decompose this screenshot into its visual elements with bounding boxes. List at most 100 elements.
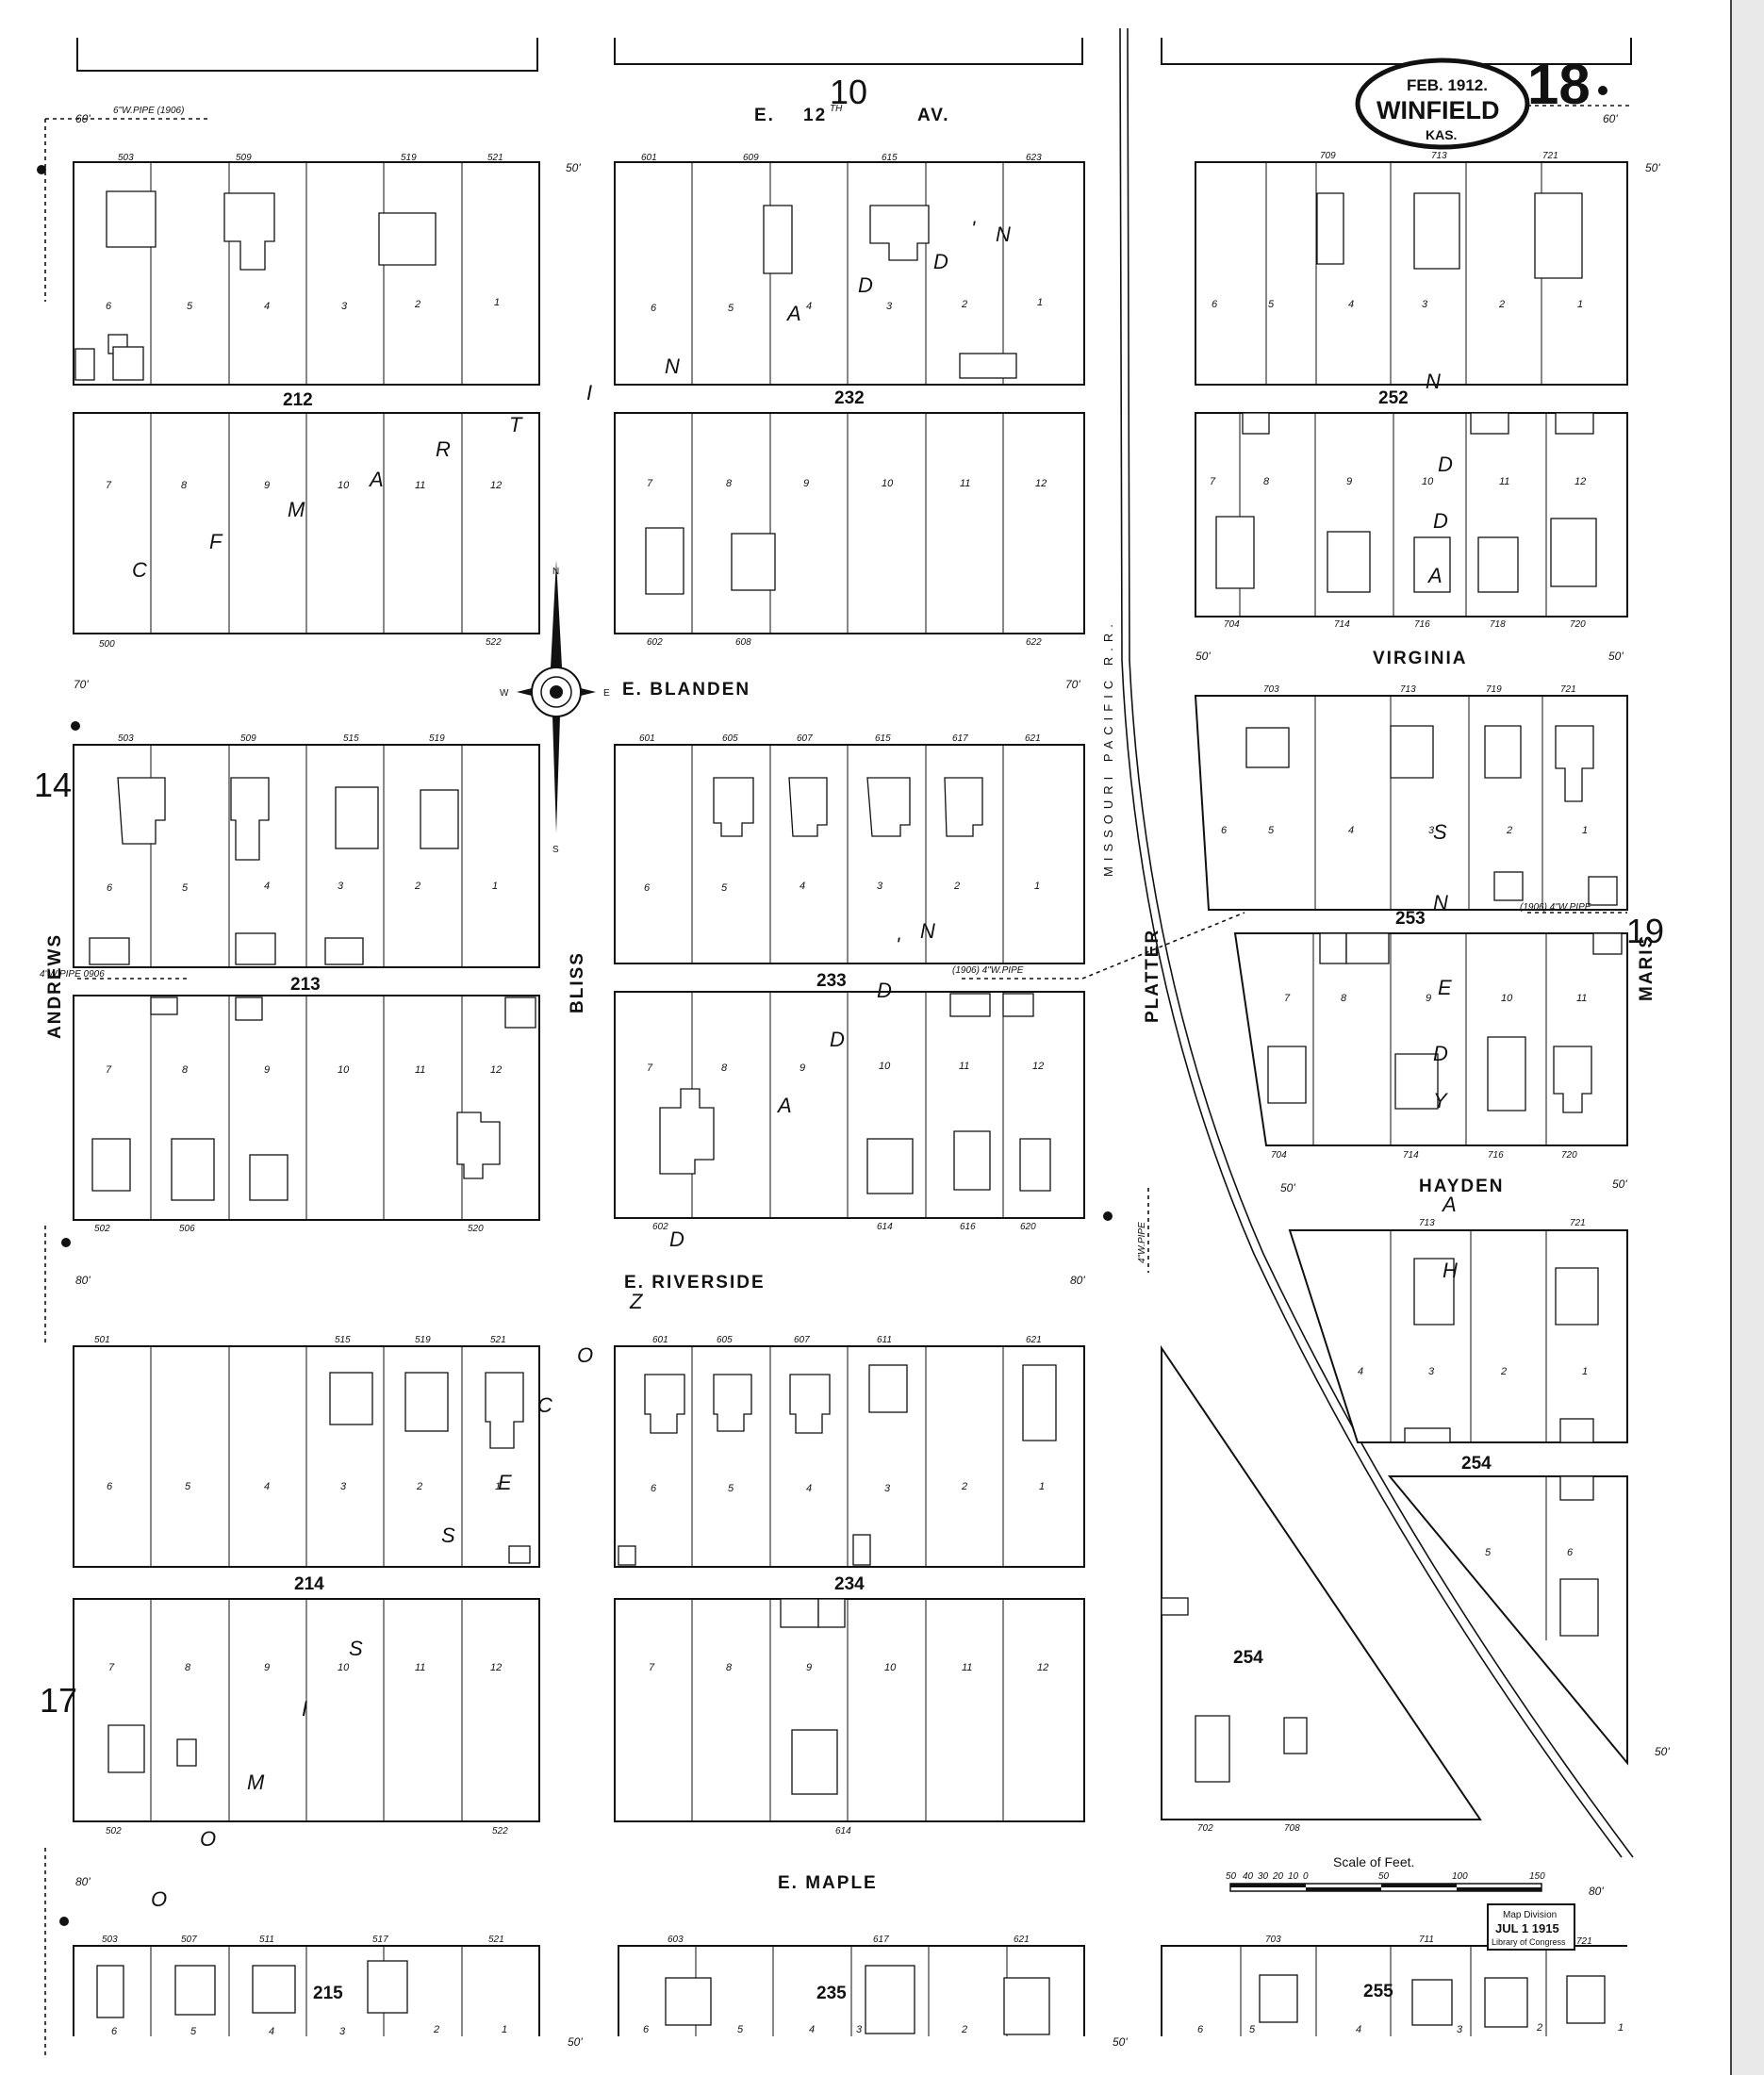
address-number: 503 bbox=[118, 153, 134, 163]
address-number: 602 bbox=[647, 637, 663, 648]
lot-number: 10 bbox=[338, 1662, 350, 1673]
lot-number: 4 bbox=[806, 301, 812, 312]
lot-number: 4 bbox=[269, 2026, 274, 2037]
address-number: 716 bbox=[1488, 1150, 1504, 1161]
addition-letter: D bbox=[669, 1227, 684, 1251]
addition-letter: N bbox=[996, 222, 1011, 246]
lot-number: 6 bbox=[651, 1483, 657, 1494]
lot-number: 2 bbox=[414, 881, 420, 892]
address-number: 521 bbox=[488, 1935, 504, 1945]
adjacent-sheet-numbers: 10 1 4 1 7 1 9 bbox=[34, 73, 1664, 1720]
lot-number: 9 bbox=[1426, 993, 1431, 1004]
lot-number: 5 bbox=[728, 1483, 734, 1494]
compass-s: S bbox=[552, 845, 559, 855]
addition-letter: N bbox=[1426, 370, 1441, 393]
addition-letter: A bbox=[785, 302, 801, 325]
lot-number: 1 bbox=[1034, 881, 1040, 892]
scale-tick: 40 bbox=[1243, 1871, 1254, 1882]
scale-title: Scale of Feet. bbox=[1333, 1854, 1414, 1869]
hydrant-icon bbox=[37, 165, 46, 174]
addition-letter: E bbox=[1438, 976, 1452, 999]
lot-number: 1 bbox=[1577, 299, 1583, 310]
block-234: 234 6 5 4 3 2 1 7 8 9 10 11 12 601 605 6… bbox=[614, 1335, 1085, 1836]
lot-number: 5 bbox=[182, 882, 189, 894]
lot-number: 2 bbox=[1498, 299, 1505, 310]
lot-number: 5 bbox=[721, 882, 728, 894]
lot-number: 4 bbox=[806, 1483, 812, 1494]
address-number: 704 bbox=[1224, 619, 1240, 630]
address-number: 714 bbox=[1334, 619, 1350, 630]
library-stamp-line2: JUL 1 1915 bbox=[1495, 1921, 1559, 1935]
street-virginia: VIRGINIA bbox=[1373, 649, 1467, 668]
address-number: 621 bbox=[1014, 1935, 1030, 1945]
address-number: 719 bbox=[1486, 684, 1502, 695]
address-number: 713 bbox=[1400, 684, 1416, 695]
address-number: 609 bbox=[743, 153, 759, 163]
lot-number: 5 bbox=[737, 2024, 744, 2035]
lot-number: 1 bbox=[1037, 297, 1043, 308]
lot-lines bbox=[150, 1346, 463, 1821]
addition-letter: H bbox=[1443, 1259, 1458, 1282]
block-number: 215 bbox=[313, 1984, 343, 2003]
block-number: 214 bbox=[294, 1574, 324, 1594]
block-235: 235 603 617 621 6 5 4 3 2 1 bbox=[618, 1935, 1085, 2036]
lot-number: 2 bbox=[961, 1481, 967, 1492]
address-number: 617 bbox=[873, 1935, 889, 1945]
lot-number: 5 bbox=[1485, 1547, 1492, 1558]
address-number: 622 bbox=[1026, 637, 1042, 648]
address-number: 623 bbox=[1026, 153, 1042, 163]
lot-number: 11 bbox=[959, 1061, 969, 1072]
street-bliss: BLISS bbox=[568, 951, 587, 1013]
lot-number: 1 bbox=[1582, 1366, 1588, 1377]
lot-number: 9 bbox=[800, 1062, 805, 1074]
lot-number: 9 bbox=[803, 478, 809, 489]
dim-label: 50' bbox=[1113, 2035, 1128, 2049]
lot-number: 7 bbox=[106, 1064, 112, 1076]
addition-letter: M bbox=[288, 498, 305, 521]
dim-label: 50' bbox=[566, 161, 581, 174]
address-number: 708 bbox=[1284, 1823, 1300, 1834]
lot-number: 5 bbox=[728, 303, 734, 314]
title-stamp: FEB. 1912. WINFIELD KAS. 18 bbox=[1355, 53, 1591, 150]
lot-number: 4 bbox=[264, 301, 270, 312]
dim-label: 50' bbox=[1608, 650, 1624, 663]
dimensions: 50' 50' 70' 70' 50' 50' 80' 80' 50' 50' … bbox=[74, 112, 1670, 2049]
lot-number: 8 bbox=[185, 1662, 191, 1673]
address-number: 502 bbox=[106, 1826, 122, 1836]
addition-letter: D bbox=[1433, 509, 1448, 533]
address-number: 515 bbox=[335, 1335, 351, 1345]
address-number: 704 bbox=[1271, 1150, 1287, 1161]
address-number: 522 bbox=[492, 1826, 508, 1836]
address-number: 721 bbox=[1542, 151, 1558, 161]
lot-number: 10 bbox=[884, 1662, 897, 1673]
addition-letter: N bbox=[920, 919, 935, 943]
street-maris: MARIS bbox=[1637, 934, 1657, 1001]
buildings bbox=[1215, 192, 1597, 593]
lot-number: 11 bbox=[415, 1662, 425, 1673]
address-number: 621 bbox=[1025, 733, 1041, 744]
lot-lines bbox=[1390, 1230, 1547, 1640]
address-number: 620 bbox=[1020, 1222, 1036, 1232]
addition-letter: O bbox=[151, 1887, 167, 1911]
lot-number: 1 bbox=[1039, 1481, 1045, 1492]
compass-n: N bbox=[552, 567, 559, 577]
lot-number: 6 bbox=[1221, 825, 1228, 836]
lot-number: 6 bbox=[106, 301, 112, 312]
buildings bbox=[659, 777, 1051, 1194]
addition-letter: A bbox=[1426, 564, 1443, 587]
lot-number: 9 bbox=[264, 1064, 270, 1076]
lot-number: 2 bbox=[414, 299, 420, 310]
pipe-label: 4"W.PIPE bbox=[1137, 1222, 1147, 1263]
hydrants bbox=[37, 86, 1607, 1926]
lot-number: 3 bbox=[339, 2026, 346, 2037]
buildings bbox=[74, 190, 437, 381]
buildings bbox=[1259, 1974, 1606, 2028]
lot-number: 7 bbox=[1284, 993, 1291, 1004]
address-number: 615 bbox=[882, 153, 898, 163]
scale-tick: 0 bbox=[1303, 1871, 1309, 1882]
block-252: 252 6 5 4 3 2 1 7 8 9 10 11 12 709 713 7… bbox=[1195, 151, 1628, 630]
block-212: 212 6 5 4 3 2 1 7 8 9 10 11 12 503 509 5… bbox=[73, 153, 540, 650]
address-number: 614 bbox=[835, 1826, 851, 1836]
address-number: 608 bbox=[735, 637, 751, 648]
address-number: 718 bbox=[1490, 619, 1506, 630]
